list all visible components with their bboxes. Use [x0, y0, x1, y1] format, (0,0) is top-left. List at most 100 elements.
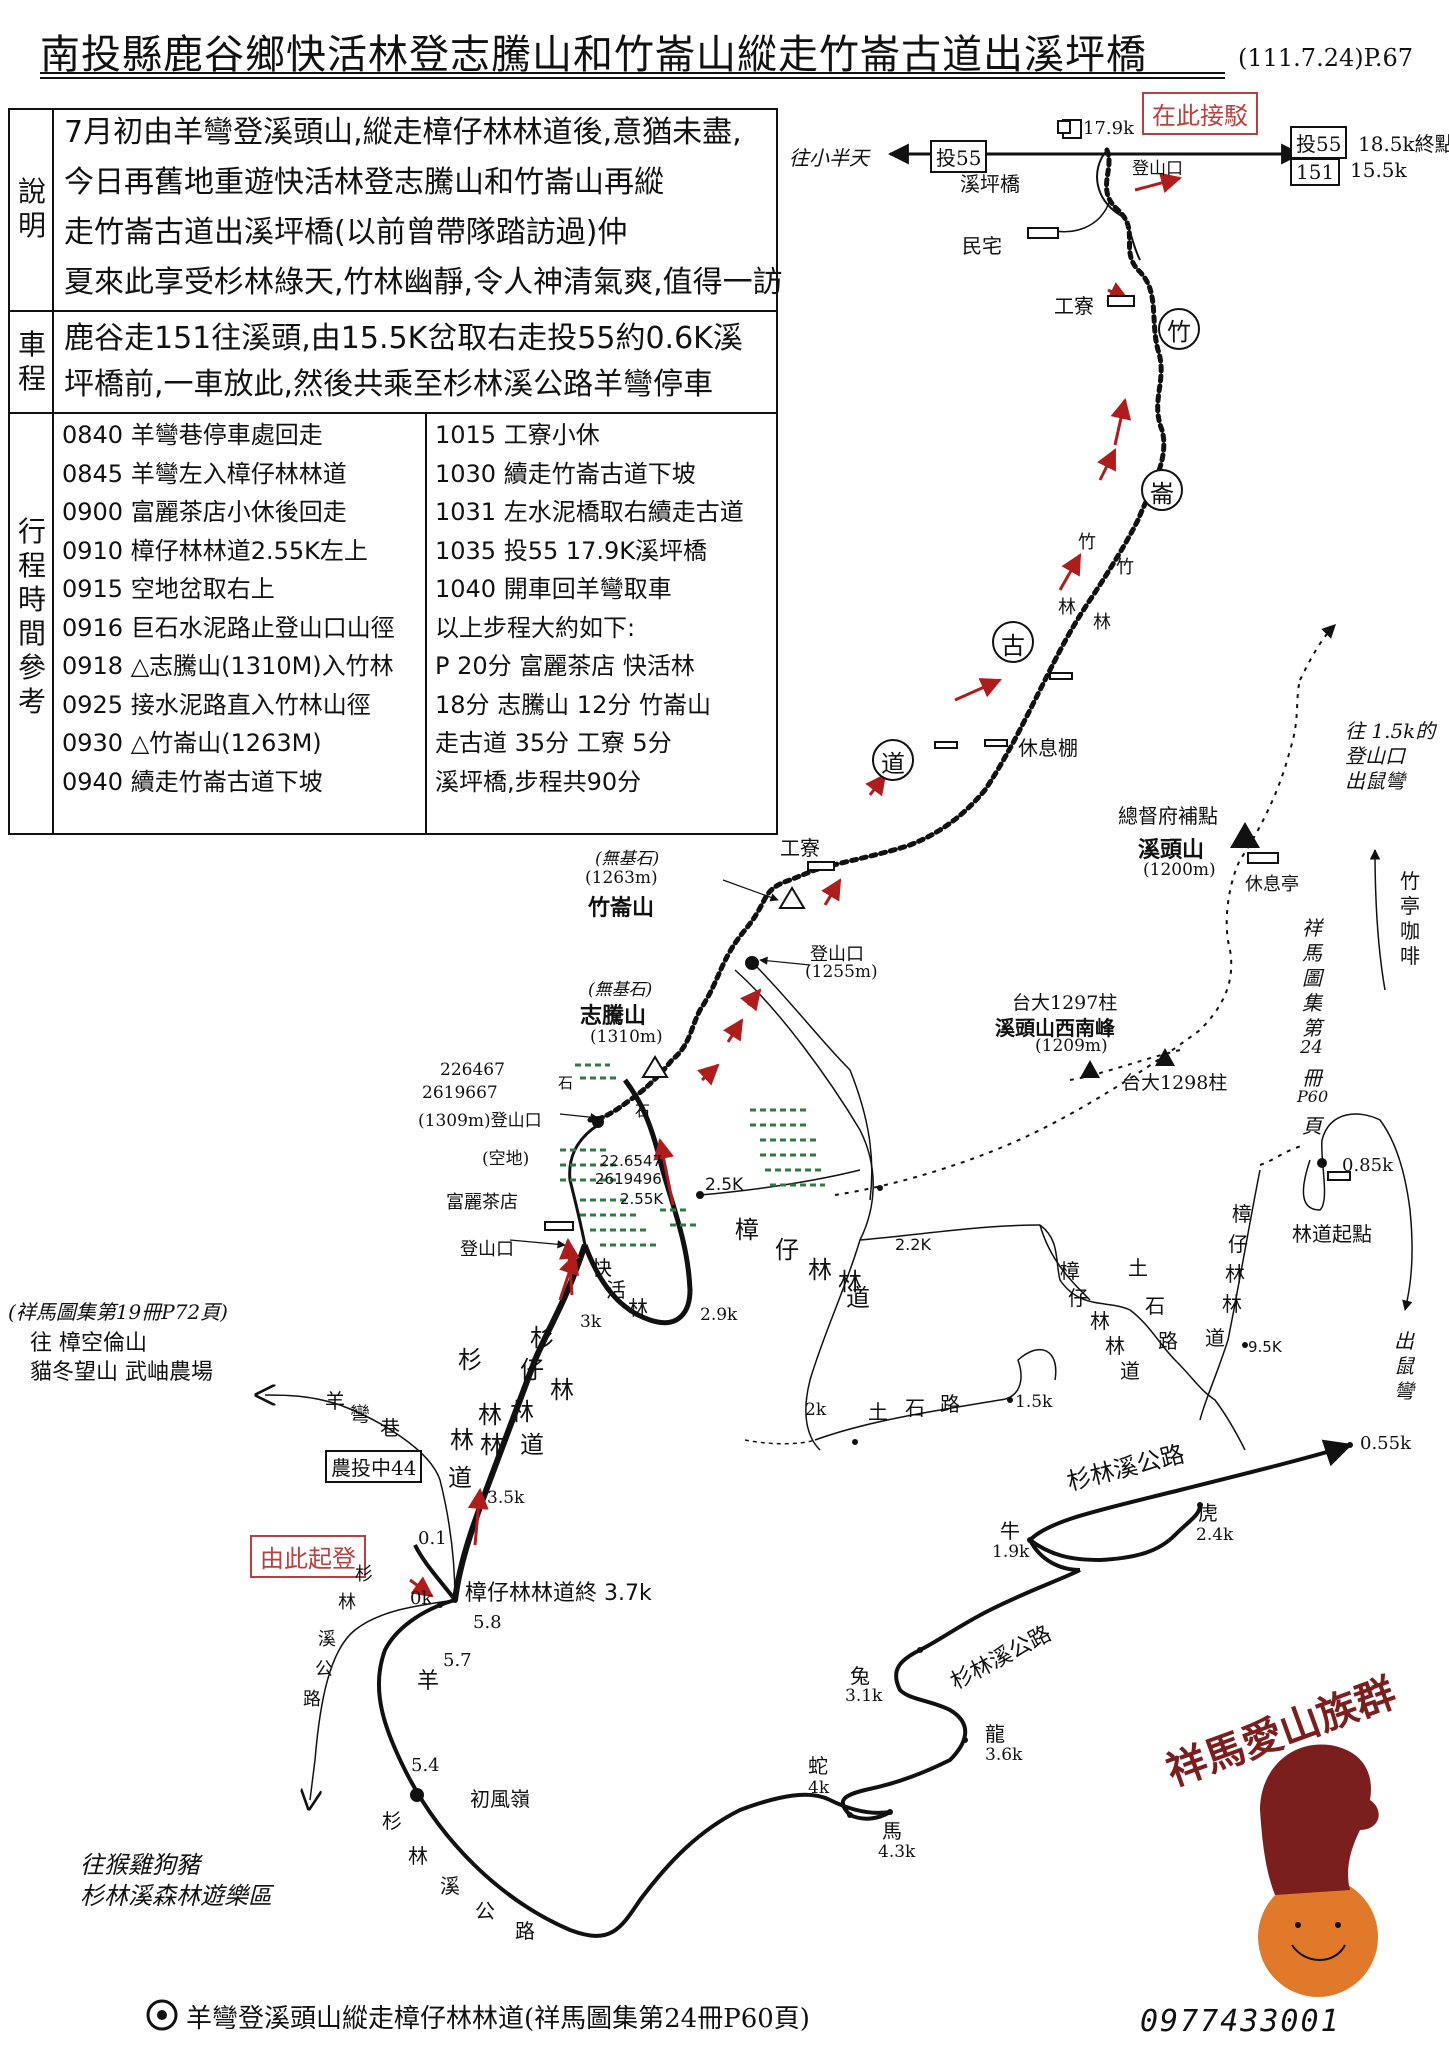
ref24-char: P60	[1297, 1087, 1329, 1106]
chushuwan-char: 彎	[1394, 1379, 1414, 1403]
kuaihuolin-char: 快	[592, 1256, 612, 1280]
schedule-row: 0910 樟仔林林道2.55K左上	[62, 536, 368, 565]
highway-bottom-char: 公	[475, 1899, 495, 1923]
desc-line: 今日再舊地重遊快活林登志騰山和竹崙山再縱	[64, 165, 664, 200]
shanlinxi-highway-lower	[376, 1598, 891, 1938]
work-shed-mid: 工寮	[780, 836, 820, 860]
zodiac-km: 3.6k	[985, 1745, 1023, 1765]
circled-char: 道	[881, 750, 905, 778]
shanlin-left-char: 杉	[458, 1346, 482, 1374]
schedule-row: 0918 △志騰山(1310M)入竹林	[62, 652, 394, 680]
bamboo-char: 林	[1093, 612, 1111, 633]
main-trail	[587, 147, 1167, 1123]
bamboo-char: 竹	[1078, 532, 1096, 553]
xitou-peak-note: 總督府補點	[1118, 804, 1218, 828]
highway-bottom-char: 溪	[440, 1874, 460, 1898]
taida1297-triangle	[1080, 1060, 1100, 1078]
schedule-left: 0840 羊彎巷停車處回走 0845 羊彎左入樟仔林林道 0900 富麗茶店小休…	[62, 416, 395, 801]
zz-road3-char: 林	[1222, 1292, 1242, 1316]
bamboo-char: 竹	[1116, 557, 1134, 578]
rest-shed: 休息棚	[1018, 736, 1078, 760]
desc-line: 走竹崙古道出溪坪橋(以前曾帶隊踏訪過)仲	[64, 215, 628, 250]
zz-road3-char: 林	[1225, 1262, 1245, 1286]
zhiteng-note: (無基石)	[588, 980, 653, 1000]
trailhead-fuli: 登山口	[460, 1239, 514, 1260]
zz-road-char: 道	[846, 1284, 870, 1312]
to-1-5k-line: 往 1.5k的	[1345, 719, 1436, 743]
schedule-row: 0930 △竹崙山(1263M)	[62, 729, 322, 757]
dirt-road2-char: 土	[1128, 1256, 1148, 1280]
kuaihuolin-char: 活	[606, 1278, 626, 1302]
coord2-line: 2619496	[595, 1170, 662, 1188]
zhuting-char: 竹	[1400, 869, 1420, 893]
km-1-5: 1.5k	[1015, 1392, 1053, 1412]
zhulun-name: 竹崙山	[588, 895, 655, 921]
chushuwan-char: 鼠	[1394, 1354, 1414, 1378]
zhulun-note: (無基石)	[595, 849, 660, 869]
km-0-1: 0.1	[418, 1528, 447, 1549]
title-underline-2	[40, 77, 1225, 79]
zhiteng-ele: (1310m)	[590, 1027, 663, 1047]
highway-bottom-char: 林	[408, 1844, 428, 1868]
schedule-row: 0916 巨石水泥路止登山口山徑	[62, 613, 395, 642]
xitou-peak-name: 溪頭山	[1138, 837, 1205, 863]
shanlin-left-char: 林	[480, 1431, 504, 1459]
km-0-55: 0.55k	[1360, 1433, 1411, 1454]
to-north-line: 貓冬望山 武岫農場	[30, 1360, 213, 1385]
km-2-2: 2.2K	[895, 1235, 931, 1254]
km-17-9: 17.9k	[1083, 118, 1134, 139]
schedule-row: 1040 開車回羊彎取車	[435, 575, 672, 603]
schedule-label: 行程時間參考	[17, 515, 46, 718]
highway-left-char: 溪	[318, 1629, 336, 1650]
schedule-row: 1035 投55 17.9K溪坪橋	[435, 536, 708, 565]
shanlin-road-char: 林	[510, 1398, 534, 1426]
bamboo-char: 林	[1058, 597, 1076, 618]
coord2-line: 22.6547	[600, 1152, 663, 1170]
schedule-row: 1030 續走竹崙古道下坡	[435, 459, 696, 488]
schedule-row: 1031 左水泥橋取右續走古道	[435, 498, 744, 526]
zhuting-char: 咖	[1400, 919, 1420, 943]
zhiteng-peak-triangle	[641, 1055, 669, 1078]
zhuting-char: 啡	[1400, 944, 1420, 968]
schedule-row: 0925 接水泥路直入竹林山徑	[62, 690, 371, 719]
circled-char: 古	[1001, 632, 1025, 660]
km-0-85: 0.85k	[1342, 1155, 1393, 1176]
zodiac-name: 牛	[1000, 1519, 1020, 1543]
zz-road2-char: 樟	[1060, 1259, 1080, 1283]
tea-grass-marks	[560, 1063, 825, 1247]
road-end-label: 樟仔林林道終 3.7k	[465, 1581, 652, 1606]
shanlin-left-char: 林	[450, 1426, 474, 1454]
to-north-line: 往 樟空倫山	[30, 1331, 147, 1356]
shanlin-left-char: 道	[448, 1464, 472, 1492]
page-reference: (111.7.24)P.67	[1238, 44, 1414, 72]
tou55-left-box: 投55	[930, 140, 988, 173]
highway-left-char: 公	[315, 1659, 333, 1680]
end-point-km: 18.5k終點	[1358, 132, 1449, 156]
work-shed-top: 工寮	[1054, 294, 1094, 318]
zz-road2-char: 仔	[1068, 1286, 1088, 1310]
nongtou-box: 農投中44	[325, 1450, 423, 1483]
schedule-row: 0900 富麗茶店小休後回走	[62, 498, 347, 526]
map-title: 南投縣鹿谷鄉快活林登志騰山和竹崙山縱走竹崙古道出溪坪橋	[40, 32, 1147, 78]
xitou-peak-triangle	[1230, 822, 1260, 848]
desc-label: 說明	[17, 175, 46, 242]
chufeng-ridge: 初風嶺	[470, 1787, 530, 1811]
taida-1297: 台大1297柱	[1012, 992, 1118, 1014]
dirt-road2-char: 路	[1158, 1329, 1178, 1353]
dirt-road2-char: 石	[1145, 1294, 1165, 1318]
pickup-label: 在此接駁	[1142, 92, 1258, 135]
desc-line: 夏來此享受杉林綠天,竹林幽靜,令人神清氣爽,值得一訪	[64, 265, 783, 300]
km-2: 2k	[805, 1400, 827, 1420]
zodiac-name: 龍	[985, 1722, 1005, 1746]
km-3-5: 3.5k	[487, 1488, 525, 1508]
drive-line: 鹿谷走151往溪頭,由15.5K岔取右走投55約0.6K溪	[64, 321, 743, 356]
zodiac-name: 虎	[1198, 1501, 1218, 1525]
km-3: 3k	[580, 1312, 602, 1332]
zhulun-ele: (1263m)	[585, 868, 658, 888]
zodiac-name: 兔	[850, 1664, 870, 1688]
open-space: (空地)	[482, 1149, 530, 1169]
shanlin-road-char: 杉	[530, 1324, 554, 1352]
zhuting-char: 亭	[1400, 894, 1420, 918]
highway-left-char: 林	[338, 1592, 356, 1613]
